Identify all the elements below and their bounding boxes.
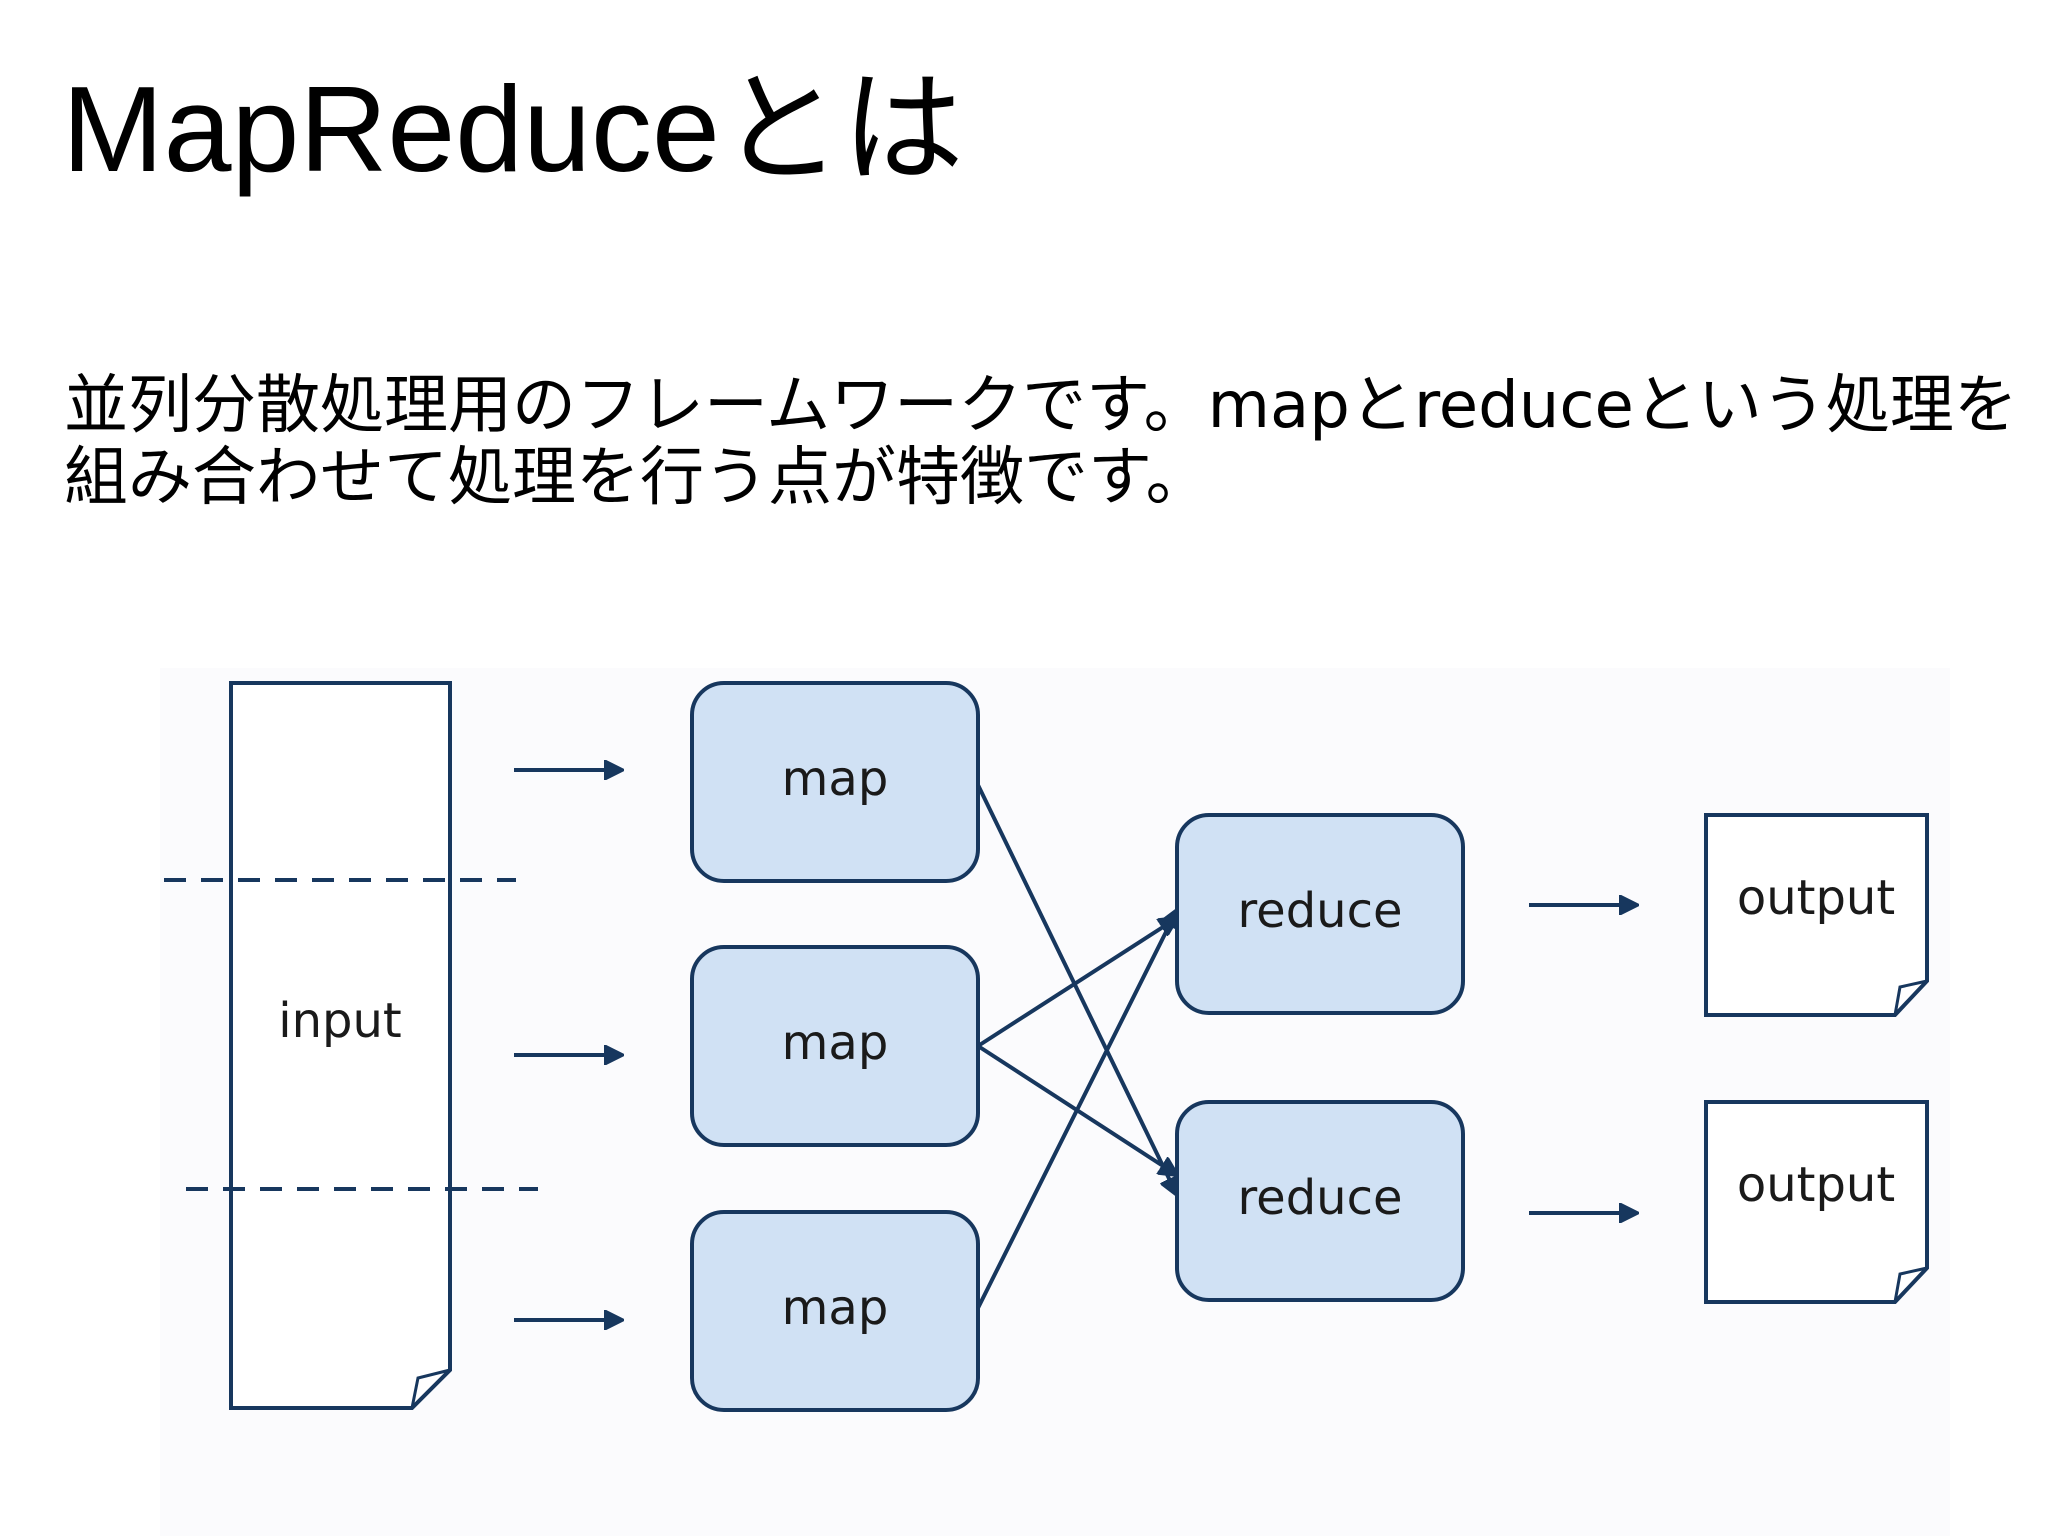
map-label-3: map bbox=[782, 1280, 889, 1336]
map1-to-reduce2-arrow bbox=[976, 784, 1177, 1195]
map2-to-reduce1-arrow bbox=[976, 918, 1177, 1048]
diagram-background bbox=[160, 668, 1950, 1536]
map-label-2: map bbox=[782, 1015, 889, 1071]
reduce-box-2 bbox=[1175, 1100, 1465, 1302]
reduce-node-1: reduce bbox=[1175, 813, 1465, 1015]
map-node-3: map bbox=[690, 1210, 980, 1412]
output-document-shape-2 bbox=[1704, 1100, 1929, 1304]
output-label-2: output bbox=[1737, 1157, 1895, 1213]
reduce-box-1 bbox=[1175, 813, 1465, 1015]
map-node-2: map bbox=[690, 945, 980, 1147]
output-label-1: output bbox=[1737, 870, 1895, 926]
reduce-label-2: reduce bbox=[1237, 1170, 1402, 1226]
map-label-1: map bbox=[782, 751, 889, 807]
output-document-fold-2 bbox=[1893, 1266, 1928, 1303]
input-document-shape bbox=[229, 681, 452, 1410]
input-document-fold bbox=[410, 1368, 451, 1409]
output-document-shape-1 bbox=[1704, 813, 1929, 1017]
map-box-3 bbox=[690, 1210, 980, 1412]
output-document-fold-1 bbox=[1893, 979, 1928, 1016]
input-label: input bbox=[278, 993, 401, 1049]
map-box-1 bbox=[690, 681, 980, 883]
map3-to-reduce1-arrow bbox=[976, 910, 1177, 1309]
input-document: input bbox=[229, 681, 452, 1410]
reduce-label-1: reduce bbox=[1237, 883, 1402, 939]
slide-body-text: 並列分散処理用のフレームワークです。mapとreduceという処理を 組み合わせ… bbox=[64, 369, 2018, 515]
output-document-2: output bbox=[1704, 1100, 1929, 1304]
body-line-2: 組み合わせて処理を行う点が特徴です。 bbox=[64, 441, 1210, 515]
body-line-1: 並列分散処理用のフレームワークです。mapとreduceという処理を bbox=[64, 369, 2018, 443]
slide-title: MapReduceとは bbox=[62, 61, 964, 197]
reduce-node-2: reduce bbox=[1175, 1100, 1465, 1302]
map-node-1: map bbox=[690, 681, 980, 883]
output-document-1: output bbox=[1704, 813, 1929, 1017]
